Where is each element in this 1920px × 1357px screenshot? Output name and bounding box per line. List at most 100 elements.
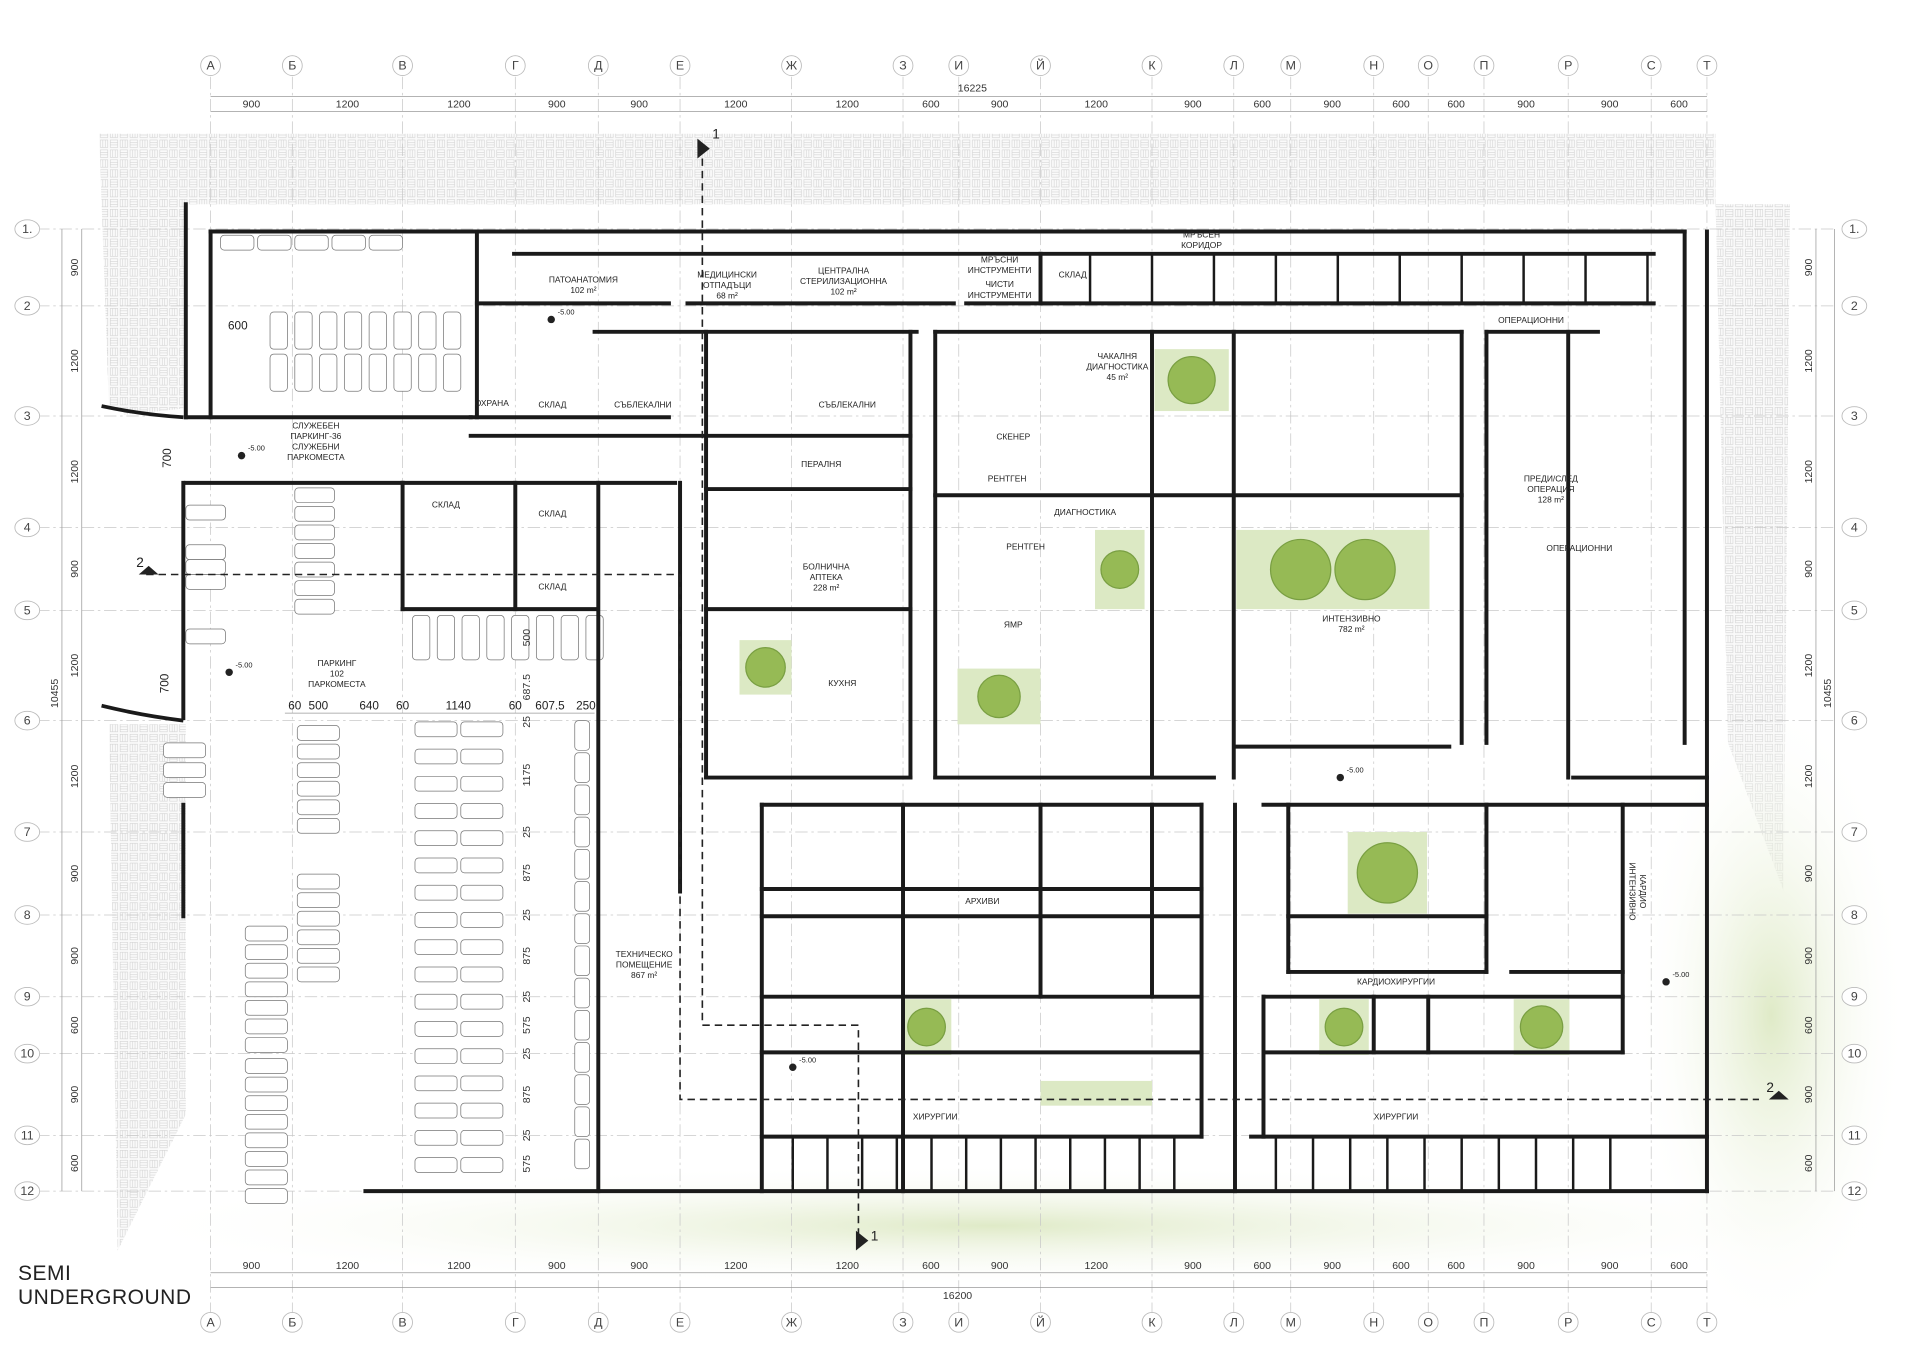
dimension-span-top: 600	[1392, 99, 1410, 111]
car-icon	[414, 1102, 458, 1119]
room-label: СЪБЛЕКАЛНИ	[614, 399, 671, 409]
dimension-span-bottom: 600	[1253, 1260, 1271, 1272]
grid-label-row-left: 7	[24, 825, 31, 839]
grid-label-row-right: 3	[1851, 409, 1858, 423]
room-label-line: ОПЕРАЦИОННИ	[1498, 315, 1564, 325]
parking-dimension: 500	[521, 629, 533, 647]
grid-bubble	[948, 1311, 970, 1333]
room-label-line: СЪБЛЕКАЛНИ	[614, 399, 671, 409]
car-icon	[244, 1132, 288, 1149]
car-icon	[393, 311, 412, 350]
dimension-total-right: 10455	[1822, 679, 1834, 708]
room-label-line: СКЛАД	[538, 581, 566, 591]
grid-label-column-top: Б	[288, 59, 296, 73]
grid-bubble	[1223, 55, 1245, 76]
dimension-span-top: 600	[1253, 99, 1271, 111]
car-icon	[296, 948, 340, 964]
grid-label-column-top: К	[1148, 59, 1156, 73]
dimension-span-row: 900	[69, 947, 81, 965]
section-arrow-icon	[855, 1230, 869, 1251]
dimension-span-row: 900	[1803, 259, 1815, 277]
room-label: СКЛАД	[1059, 269, 1087, 279]
courtyard	[1040, 1080, 1152, 1106]
grid-label-column-bottom: О	[1423, 1315, 1433, 1329]
dimension-span-top: 900	[243, 99, 261, 111]
dimension-span-bottom: 600	[922, 1260, 940, 1272]
dimension-span-row: 900	[69, 259, 81, 277]
ramp-wall	[101, 703, 184, 723]
grid-bubble	[1640, 55, 1662, 76]
grid-label-row-right: 8	[1851, 908, 1858, 922]
grid-label-column-top: П	[1480, 59, 1489, 73]
dimension-span-row: 600	[69, 1016, 81, 1034]
room-label: КАРДИОХИРУРГИИ	[1357, 976, 1435, 986]
grid-label-row-left: 4	[24, 520, 31, 534]
section-mark-label: 2	[136, 555, 144, 570]
room-label: ХИРУРГИИ	[913, 1111, 958, 1121]
dimension-span-row: 900	[1803, 947, 1815, 965]
car-icon	[269, 311, 288, 350]
grid-label-row-left: 3	[24, 409, 31, 423]
car-icon	[414, 1021, 458, 1037]
elevation-label: -5.00	[248, 444, 265, 453]
grid-bubble	[14, 406, 41, 426]
car-icon	[460, 1157, 504, 1173]
room-label-line: ЯМР	[1004, 620, 1023, 630]
tree-icon	[1324, 1007, 1364, 1047]
elevation-marker-icon	[1336, 773, 1344, 782]
car-icon	[368, 353, 387, 392]
car-icon	[294, 561, 335, 578]
dimension-span-bottom: 900	[1323, 1260, 1341, 1272]
car-icon	[163, 782, 206, 798]
car-icon	[414, 857, 458, 874]
elevation-label: -5.00	[236, 660, 253, 669]
dimension-span-row: 1200	[69, 460, 81, 484]
grid-bubble	[14, 517, 41, 538]
car-icon	[296, 966, 340, 983]
car-icon	[244, 1058, 288, 1074]
grid-label-row-right: 11	[1848, 1128, 1861, 1142]
car-icon	[244, 944, 288, 960]
grid-label-row-left: 10	[20, 1047, 34, 1061]
room-label-line: ИНСТРУМЕНТИ	[968, 290, 1032, 300]
car-icon	[296, 929, 340, 946]
car-icon	[414, 1075, 458, 1092]
car-icon	[244, 962, 288, 979]
parking-dimension: 60	[288, 699, 302, 712]
car-icon	[414, 912, 458, 928]
room-label-line: СКЕНЕР	[996, 432, 1030, 442]
car-icon	[296, 762, 340, 778]
tree-icon	[1519, 1005, 1564, 1049]
room-label-line: ХИРУРГИИ	[1374, 1111, 1419, 1121]
section-arrow-icon	[1768, 1090, 1789, 1100]
grid-bubble	[1841, 905, 1868, 925]
dimension-total-left: 10455	[49, 679, 61, 708]
grid-bubble	[14, 219, 41, 239]
car-icon	[460, 1021, 504, 1037]
elevation-marker-icon	[237, 451, 246, 460]
dimension-span-row: 900	[1803, 1086, 1815, 1104]
car-icon	[511, 614, 530, 661]
car-icon	[296, 780, 340, 797]
car-icon	[294, 580, 335, 596]
dimension-label: 700	[158, 673, 171, 693]
grid-label-row-left: 2	[24, 299, 31, 313]
dimension-span-bottom: 900	[1601, 1260, 1619, 1272]
car-icon	[436, 614, 455, 661]
room-label-line: СКЛАД	[538, 508, 566, 518]
car-icon	[574, 1042, 590, 1073]
room-label-line: ПЕРАЛНЯ	[801, 459, 841, 469]
car-icon	[185, 504, 226, 521]
dimension-span-bottom: 900	[548, 1260, 566, 1272]
grid-label-column-bottom: В	[398, 1315, 406, 1329]
car-icon	[296, 743, 340, 760]
car-icon	[294, 234, 329, 251]
room-label: ЯМР	[1004, 620, 1023, 630]
car-icon	[294, 543, 335, 559]
lawn-right	[1635, 693, 1908, 1338]
car-icon	[585, 614, 604, 661]
